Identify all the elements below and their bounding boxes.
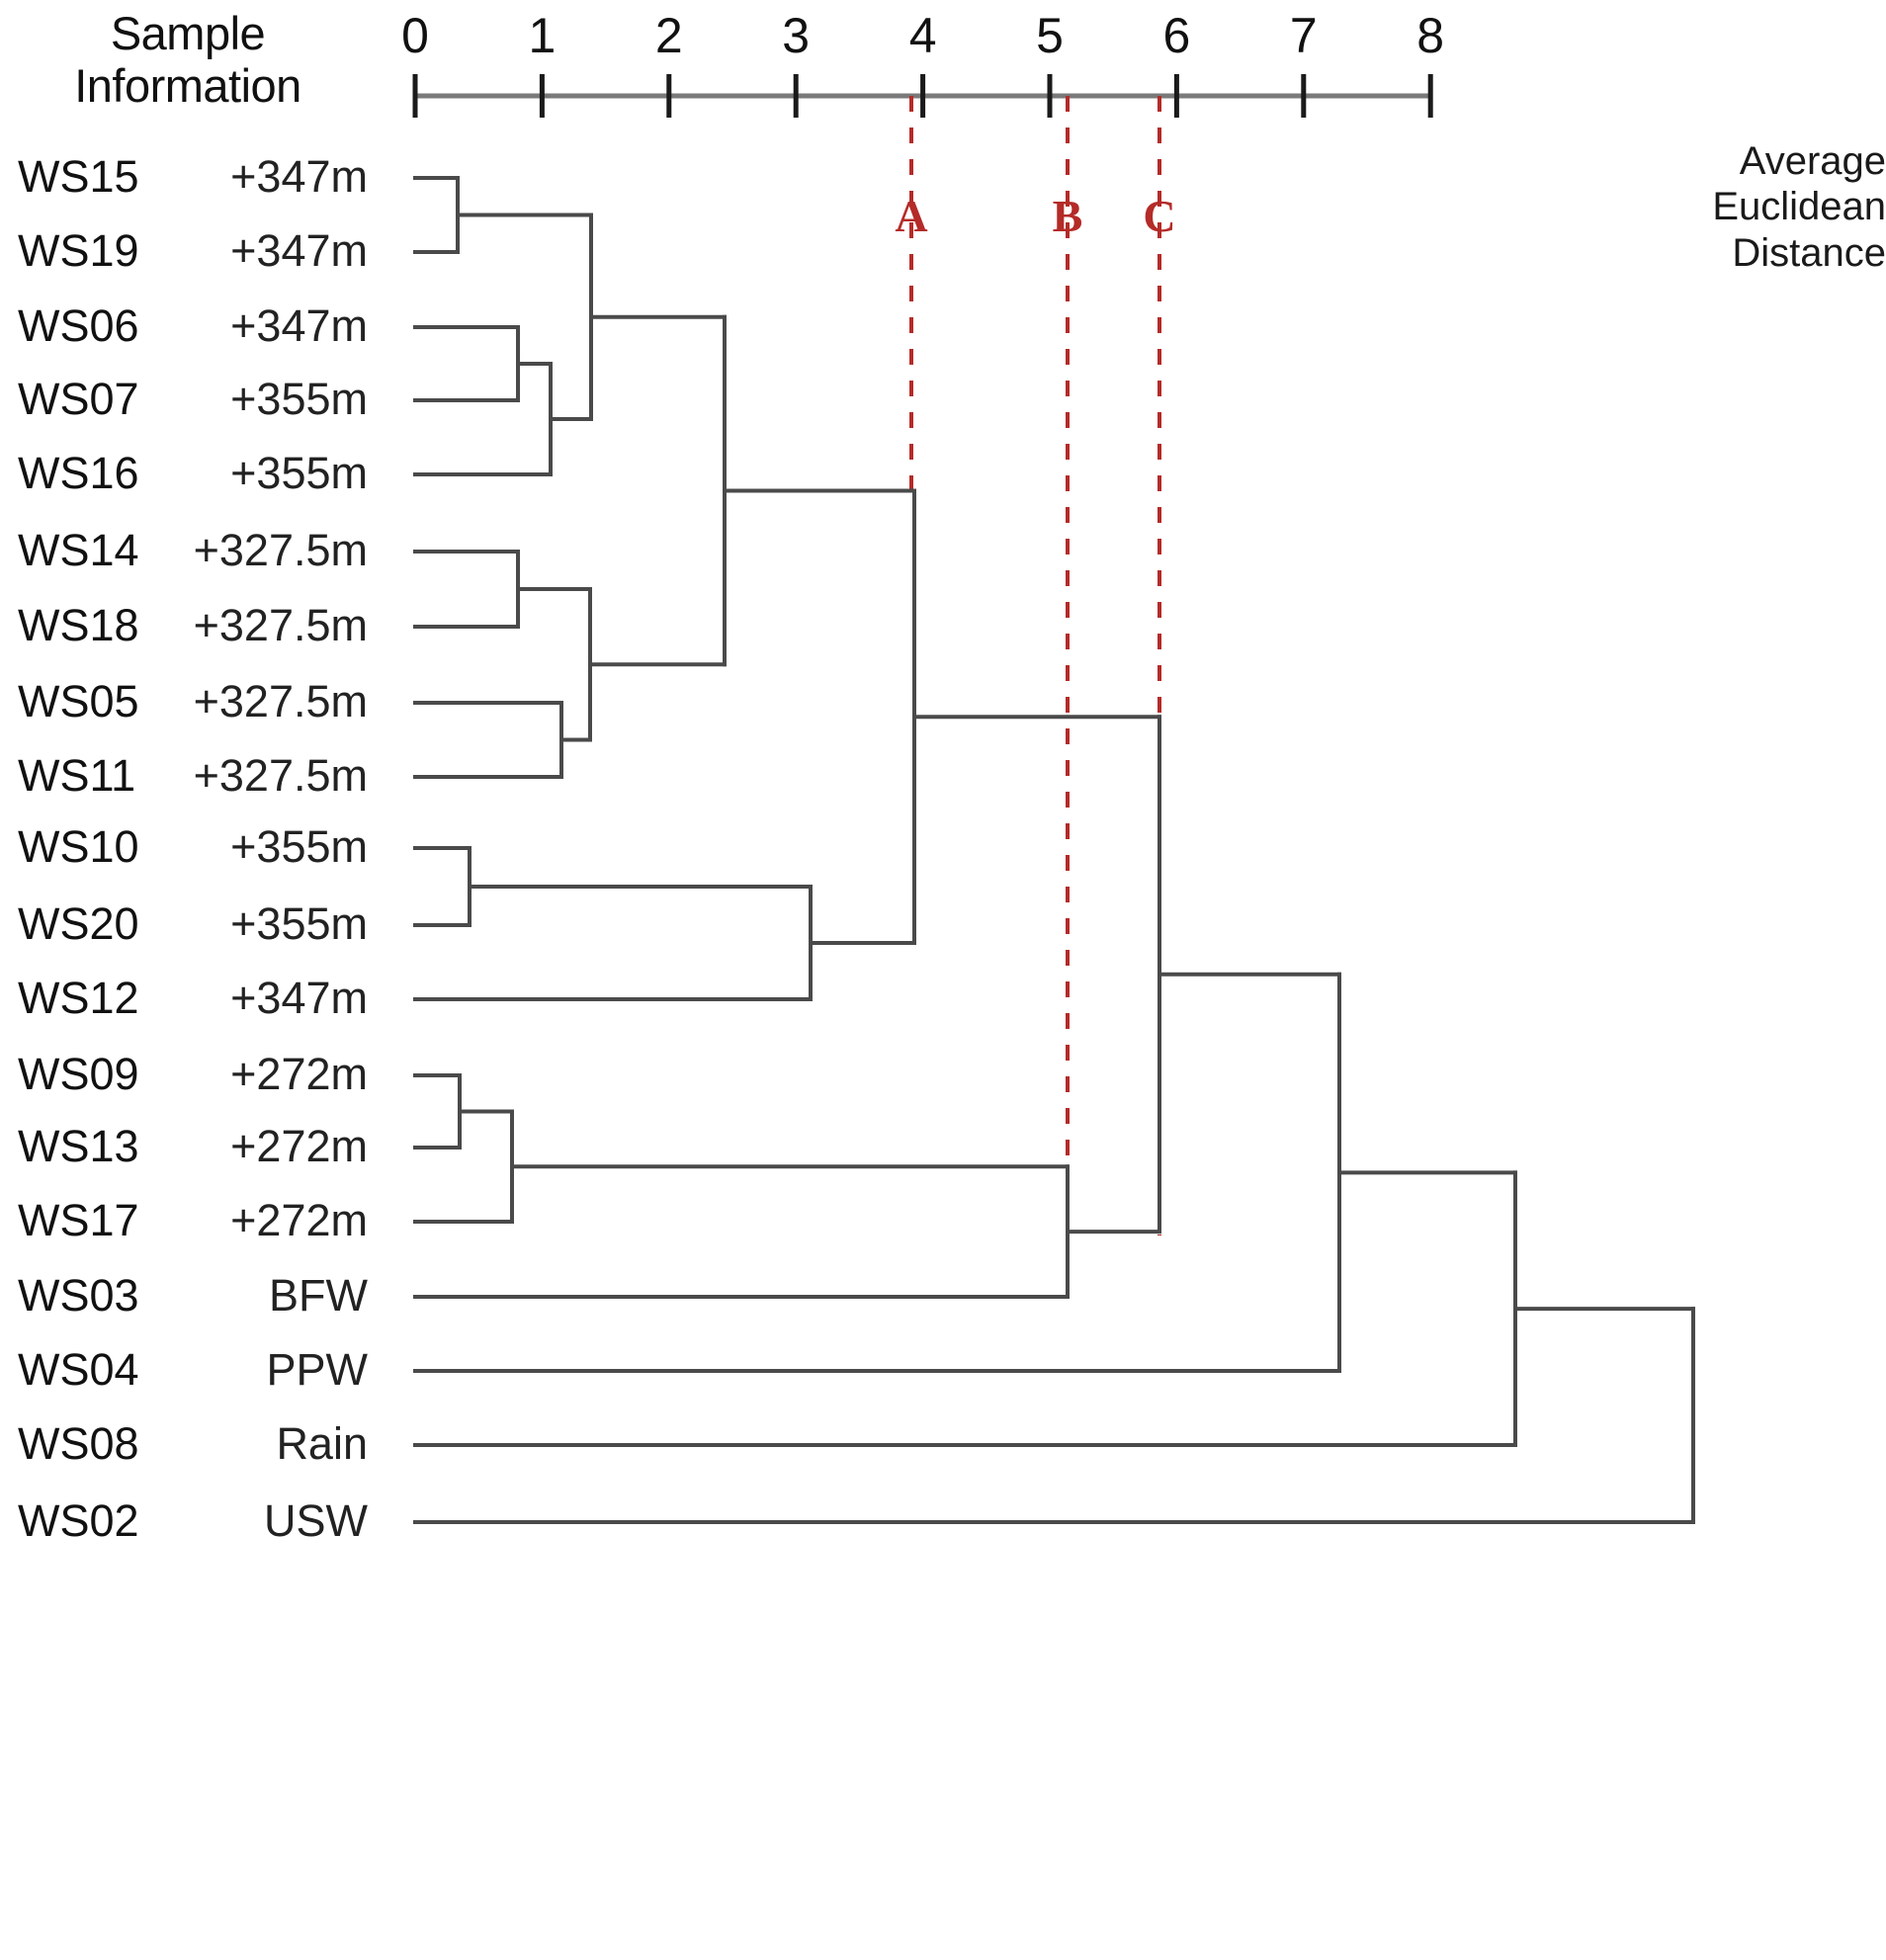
cut-lines-group (909, 96, 1161, 1240)
axis-tick-label: 8 (1416, 8, 1445, 63)
sample-row-ws09: WS09 +272m (0, 1048, 376, 1101)
sample-info: +272m (230, 1195, 368, 1245)
sample-row-ws17: WS17 +272m (0, 1194, 376, 1247)
sample-info: USW (264, 1495, 368, 1546)
heading-line-2: Information (74, 58, 301, 112)
sample-id: WS13 (18, 1121, 139, 1171)
sample-row-ws07: WS07 +355m (0, 373, 376, 426)
sample-id: WS20 (18, 898, 139, 949)
sample-row-ws02: WS02 USW (0, 1494, 376, 1548)
axis-tick-label: 7 (1289, 8, 1318, 63)
sample-info: Rain (276, 1418, 368, 1469)
sample-info: +347m (230, 225, 368, 276)
sample-id: WS02 (18, 1495, 139, 1546)
sample-row-ws14: WS14 +327.5m (0, 524, 376, 577)
axis-caption-line-1: Average (1739, 139, 1886, 183)
sample-row-ws04: WS04 PPW (0, 1343, 376, 1397)
sample-row-ws13: WS13 +272m (0, 1120, 376, 1173)
sample-id: WS03 (18, 1270, 139, 1321)
sample-id: WS18 (18, 600, 139, 650)
sample-id: WS09 (18, 1049, 139, 1099)
heading-line-1: Sample (110, 7, 266, 59)
sample-row-ws08: WS08 Rain (0, 1417, 376, 1471)
sample-info: +272m (230, 1121, 368, 1171)
sample-row-ws19: WS19 +347m (0, 224, 376, 278)
axis-tick-label: 6 (1162, 8, 1191, 63)
sample-info: +355m (230, 898, 368, 949)
sample-info: +355m (230, 821, 368, 872)
axis-caption-line-3: Distance (1732, 230, 1886, 275)
sample-information-heading: Sample Information (0, 7, 376, 112)
sample-id: WS07 (18, 374, 139, 424)
sample-id: WS12 (18, 973, 139, 1023)
sample-info: +327.5m (193, 676, 368, 726)
axis-tick-label: 1 (528, 8, 557, 63)
sample-row-ws10: WS10 +355m (0, 820, 376, 874)
sample-id: WS16 (18, 448, 139, 498)
x-axis (412, 74, 1433, 118)
sample-info: +347m (230, 973, 368, 1023)
sample-info: BFW (269, 1270, 368, 1321)
sample-row-ws18: WS18 +327.5m (0, 599, 376, 652)
axis-caption-line-2: Euclidean (1712, 185, 1886, 229)
sample-id: WS05 (18, 676, 139, 726)
sample-id: WS15 (18, 151, 139, 202)
sample-id: WS04 (18, 1344, 139, 1395)
axis-tick-label: 4 (908, 8, 937, 63)
sample-info: +355m (230, 374, 368, 424)
x-axis-caption: Average Euclidean Distance (1621, 138, 1886, 276)
sample-row-ws12: WS12 +347m (0, 972, 376, 1025)
sample-info: +327.5m (193, 525, 368, 575)
sample-row-ws03: WS03 BFW (0, 1269, 376, 1322)
dendrogram-links-group (413, 176, 1695, 1524)
sample-info: +327.5m (193, 750, 368, 801)
sample-row-ws05: WS05 +327.5m (0, 675, 376, 728)
sample-info: +355m (230, 448, 368, 498)
axis-tick-label: 2 (654, 8, 683, 63)
sample-info: PPW (266, 1344, 368, 1395)
sample-row-ws11: WS11 +327.5m (0, 749, 376, 803)
sample-info: +327.5m (193, 600, 368, 650)
axis-tick-label: 3 (782, 8, 811, 63)
sample-id: WS14 (18, 525, 139, 575)
sample-id: WS19 (18, 225, 139, 276)
sample-row-ws06: WS06 +347m (0, 299, 376, 353)
sample-id: WS11 (18, 750, 136, 801)
axis-tick-label: 5 (1036, 8, 1064, 63)
axis-tick-label: 0 (401, 8, 429, 63)
sample-row-ws15: WS15 +347m (0, 150, 376, 204)
sample-id: WS17 (18, 1195, 139, 1245)
sample-id: WS06 (18, 300, 139, 351)
sample-info: +347m (230, 151, 368, 202)
sample-id: WS10 (18, 821, 139, 872)
sample-row-ws20: WS20 +355m (0, 897, 376, 951)
sample-info: +272m (230, 1049, 368, 1099)
sample-info: +347m (230, 300, 368, 351)
sample-id: WS08 (18, 1418, 139, 1469)
sample-row-ws16: WS16 +355m (0, 447, 376, 500)
